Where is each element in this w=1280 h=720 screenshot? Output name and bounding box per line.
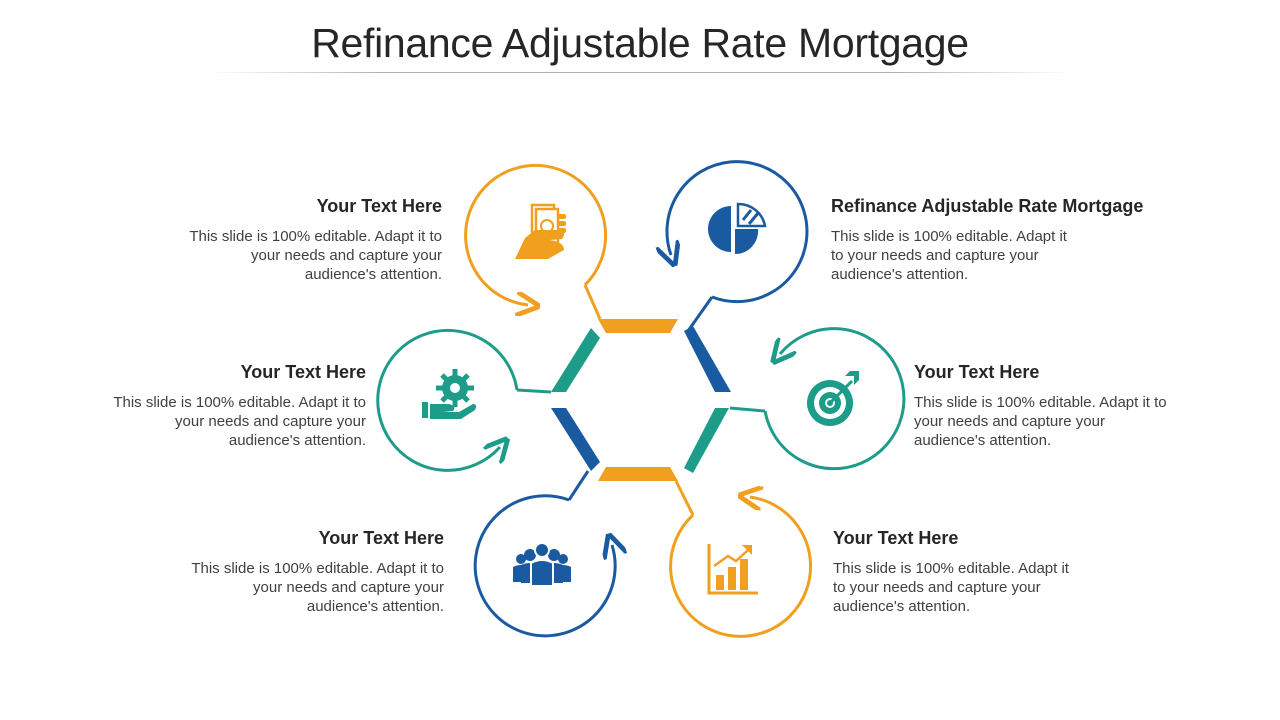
text-block-bottom-left: Your Text Here This slide is 100% editab… bbox=[184, 528, 444, 616]
hex-segment-top bbox=[598, 319, 678, 333]
circle-top-left bbox=[464, 163, 608, 305]
hex-segment-top-left bbox=[551, 328, 600, 392]
block-heading: Your Text Here bbox=[833, 528, 959, 548]
money-hand-icon bbox=[515, 203, 566, 259]
block-heading: Refinance Adjustable Rate Mortgage bbox=[831, 196, 1144, 216]
slide-title: Refinance Adjustable Rate Mortgage bbox=[311, 20, 969, 66]
pie-chart-icon bbox=[708, 202, 767, 255]
connector-bottom-right bbox=[674, 480, 695, 516]
block-body: This slide is 100% editable. Adapt it to… bbox=[189, 228, 442, 283]
block-body: This slide is 100% editable. Adapt it to… bbox=[113, 394, 366, 449]
circle-left bbox=[376, 328, 519, 472]
text-block-left: Your Text Here This slide is 100% editab… bbox=[106, 362, 366, 450]
title-divider bbox=[210, 72, 1070, 73]
circle-bottom-left bbox=[473, 494, 615, 638]
circle-bottom-right bbox=[669, 497, 813, 638]
text-block-bottom-right: Your Text Here This slide is 100% editab… bbox=[833, 528, 1083, 616]
text-block-top-left: Your Text Here This slide is 100% editab… bbox=[182, 196, 442, 284]
connector-top-left bbox=[583, 284, 602, 320]
block-body: This slide is 100% editable. Adapt it to… bbox=[833, 560, 1069, 615]
block-body: This slide is 100% editable. Adapt it to… bbox=[831, 228, 1067, 283]
connectors bbox=[516, 284, 766, 516]
hex-segment-top-right bbox=[684, 326, 731, 392]
connector-right bbox=[729, 406, 766, 413]
connector-left bbox=[516, 388, 552, 394]
growth-chart-icon bbox=[707, 544, 758, 595]
block-heading: Your Text Here bbox=[318, 528, 444, 548]
text-block-right: Your Text Here This slide is 100% editab… bbox=[914, 362, 1174, 450]
block-heading: Your Text Here bbox=[240, 362, 366, 382]
hex-segment-bottom bbox=[598, 467, 678, 481]
center-hexagon bbox=[551, 319, 731, 481]
target-icon bbox=[807, 371, 859, 426]
block-heading: Your Text Here bbox=[316, 196, 442, 216]
circle-right bbox=[763, 327, 906, 471]
block-body: This slide is 100% editable. Adapt it to… bbox=[914, 394, 1167, 449]
hex-segment-bottom-left bbox=[551, 408, 600, 471]
connector-top-right bbox=[686, 296, 714, 332]
block-body: This slide is 100% editable. Adapt it to… bbox=[191, 560, 444, 615]
text-block-top-right: Refinance Adjustable Rate Mortgage This … bbox=[831, 196, 1144, 284]
circle-top-right bbox=[667, 160, 809, 304]
gear-hand-icon bbox=[422, 369, 477, 419]
team-icon bbox=[513, 542, 571, 587]
connector-bottom-left bbox=[567, 470, 590, 501]
hex-segment-bottom-right bbox=[684, 408, 729, 473]
block-heading: Your Text Here bbox=[914, 362, 1040, 382]
